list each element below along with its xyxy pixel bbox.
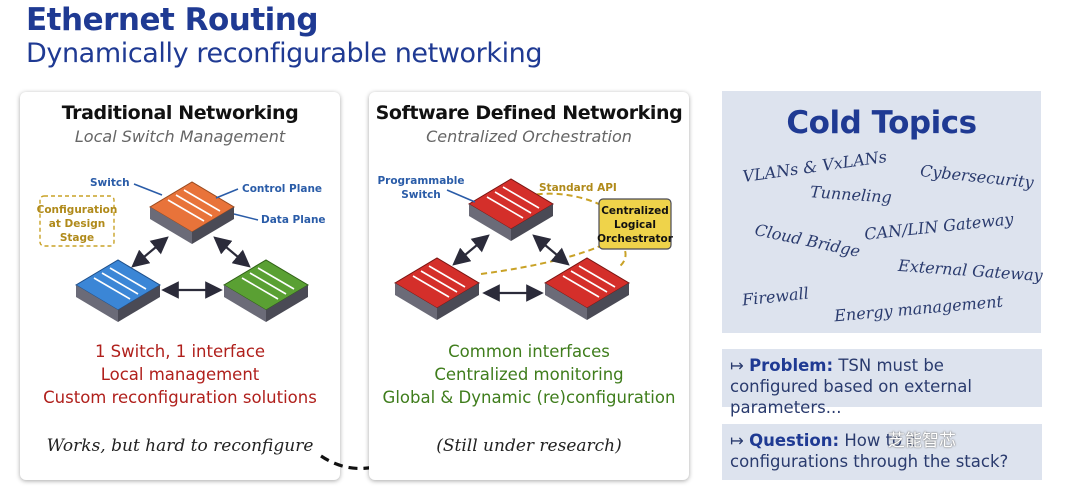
config-label-2: at Design [49, 218, 105, 230]
cold-topics-title: Cold Topics [786, 105, 977, 141]
standard-api-label: Standard API [539, 182, 617, 194]
arrow-icon: ↦ [730, 356, 750, 375]
config-label-3: Stage [60, 232, 94, 244]
problem-text: TSN must be configured based on external… [730, 356, 972, 417]
traditional-diagram: Switch Control Plane Data Plane Configur… [37, 177, 326, 322]
topic-item: Cybersecurity [919, 161, 1035, 192]
orchestrator-box [598, 198, 672, 250]
topic-item: VLANs & VxLANs [741, 146, 888, 187]
panel-title: Software Defined Networking [375, 102, 683, 124]
orchestrator-label-3: Orchestrator [597, 233, 674, 245]
bullet-item: Local management [100, 365, 260, 384]
sdn-bullets: Common interfaces Centralized monitoring… [369, 340, 689, 409]
panel-subtitle: Centralized Orchestration [426, 127, 632, 146]
question-label: Question: [749, 431, 840, 450]
bullet-item: Centralized monitoring [434, 365, 624, 384]
link-arrow [532, 234, 570, 266]
bullet-item: Common interfaces [448, 342, 610, 361]
topic-item: Tunneling [809, 182, 893, 207]
traditional-bullets: 1 Switch, 1 interface Local management C… [20, 340, 340, 409]
question-text-end: configurations through the stack? [730, 452, 1009, 471]
panel-subtitle: Local Switch Management [74, 127, 286, 146]
watermark: 芝能智芯 [888, 431, 956, 451]
switch-icon-orange [149, 181, 235, 244]
programmable-switch-icon [468, 178, 554, 241]
page-subtitle: Dynamically reconfigurable networking [26, 38, 543, 69]
link-arrow [213, 236, 251, 268]
topic-item: Energy management [833, 291, 1004, 326]
bullet-item: Custom reconfiguration solutions [43, 388, 317, 407]
topic-item: External Gateway [897, 255, 1044, 286]
panel-title: Traditional Networking [61, 102, 299, 124]
arrow-icon: ↦ [730, 431, 750, 450]
link-arrow [131, 236, 169, 268]
sdn-panel: Software Defined Networking Centralized … [369, 92, 689, 480]
sdn-note: (Still under research) [436, 436, 622, 456]
page-title: Ethernet Routing [26, 2, 319, 38]
data-plane-label: Data Plane [261, 214, 326, 226]
topic-item: Firewall [741, 283, 810, 310]
programmable-switch-icon [544, 257, 630, 320]
question-text-start: How to c [844, 431, 917, 450]
traditional-networking-panel: Traditional Networking Local Switch Mana… [20, 92, 340, 480]
sdn-diagram: Programmable Switch Standard API Central… [377, 175, 674, 320]
question-box: ↦ Question: How to c configurations thro… [722, 424, 1042, 480]
cold-topics-panel: Cold Topics VLANs & VxLANs Cybersecurity… [722, 91, 1044, 333]
problem-label: Problem: [749, 356, 834, 375]
config-box [39, 195, 115, 247]
topic-item: CAN/LIN Gateway [863, 209, 1015, 244]
programmable-label-2: Switch [401, 189, 441, 201]
traditional-note: Works, but hard to reconfigure [46, 436, 314, 456]
orchestrator-label-2: Logical [614, 219, 656, 231]
control-plane-label: Control Plane [242, 183, 322, 195]
topic-item: Cloud Bridge [753, 220, 862, 261]
switch-icon-blue [75, 259, 161, 322]
link-arrow [452, 234, 490, 266]
programmable-switch-icon [394, 257, 480, 320]
bullet-item: Global & Dynamic (re)configuration [382, 388, 676, 407]
config-label-1: Configuration [37, 204, 118, 216]
problem-box: ↦ Problem: TSN must be configured based … [722, 349, 1042, 417]
switch-icon-green [223, 259, 309, 322]
bullet-item: 1 Switch, 1 interface [94, 342, 266, 361]
orchestrator-label-1: Centralized [601, 205, 669, 217]
switch-label: Switch [90, 177, 130, 189]
programmable-label-1: Programmable [377, 175, 464, 187]
